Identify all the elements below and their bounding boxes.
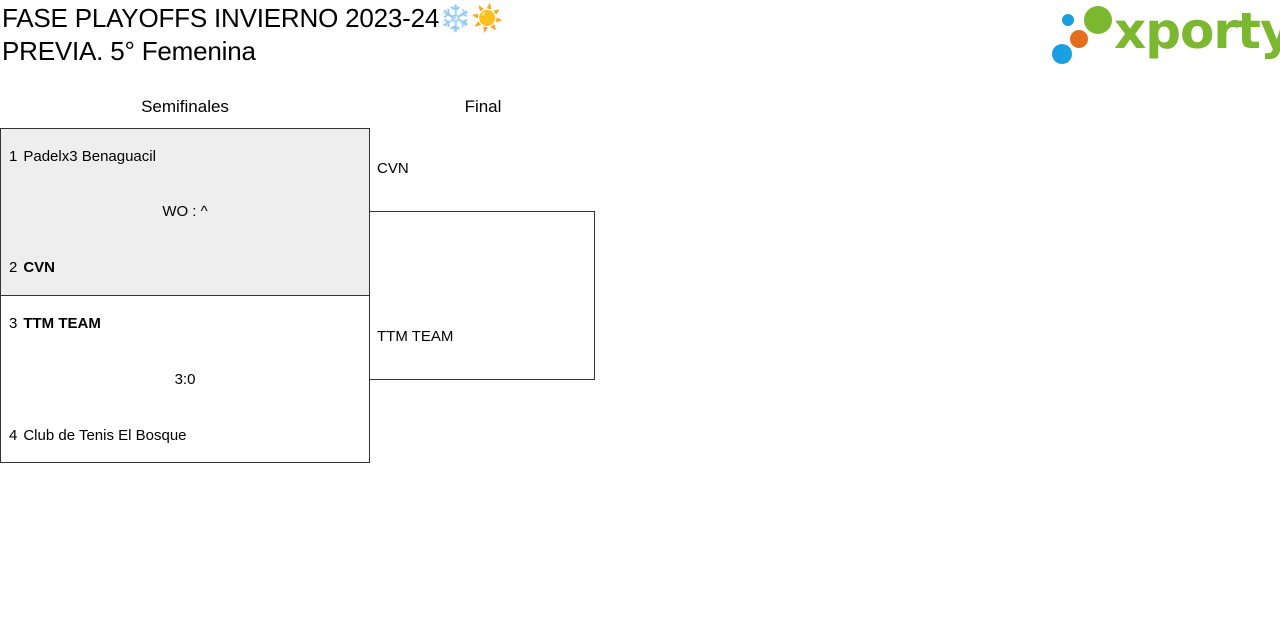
match-score: 3:0 [174, 371, 196, 388]
team-name: Padelx3 Benaguacil [23, 148, 156, 165]
round-label-semifinals: Semifinales [141, 97, 229, 116]
page-title: FASE PLAYOFFS INVIERNO 2023-24❄️☀️ PREVI… [2, 2, 504, 68]
semifinal-match-2[interactable]: 3 TTM TEAM 3:0 4 Club de Tenis El Bosque [0, 295, 370, 463]
xporty-logo: xporty [1050, 2, 1280, 66]
team-entry: 4 Club de Tenis El Bosque [9, 427, 187, 444]
team-entry: 1 Padelx3 Benaguacil [9, 148, 156, 165]
final-team-bottom: TTM TEAM [377, 328, 454, 345]
team-seed: 1 [9, 148, 18, 165]
logo-wordmark: xporty [1114, 2, 1280, 60]
team-seed: 4 [9, 427, 18, 444]
team-seed: 3 [9, 315, 18, 332]
team-name: Club de Tenis El Bosque [23, 427, 187, 444]
round-label-final: Final [464, 97, 502, 116]
final-match-bracket[interactable] [369, 211, 595, 380]
title-line-2: PREVIA. 5° Femenina [2, 36, 256, 66]
semifinal-match-1[interactable]: 1 Padelx3 Benaguacil WO : ^ 2 CVN [0, 128, 370, 296]
title-line-1: FASE PLAYOFFS INVIERNO 2023-24❄️☀️ [2, 3, 504, 33]
team-entry-winner: 2 CVN [9, 259, 55, 276]
final-team-top: CVN [377, 160, 409, 177]
team-seed: 2 [9, 259, 18, 276]
logo-dots-icon [1050, 4, 1114, 66]
team-entry-winner: 3 TTM TEAM [9, 315, 101, 332]
team-name: TTM TEAM [23, 315, 101, 332]
match-score: WO : ^ [162, 203, 208, 220]
team-name: CVN [23, 259, 56, 276]
